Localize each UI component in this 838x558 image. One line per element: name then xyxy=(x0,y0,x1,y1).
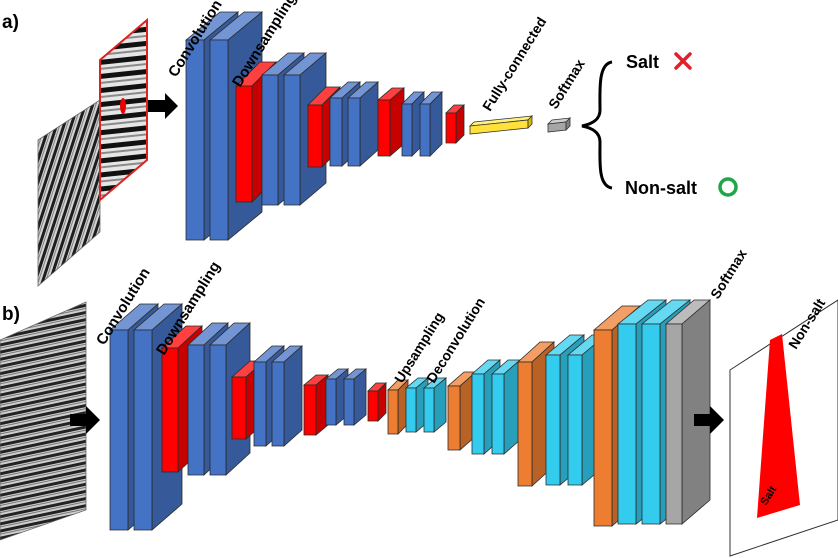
layer-block-a9 xyxy=(401,103,413,157)
layer-block-b24-side xyxy=(681,299,711,525)
layer-block-b20 xyxy=(567,354,583,486)
panel-b: Convolution Downsampling Upsampling Deco… xyxy=(0,246,838,557)
layer-block-b3 xyxy=(187,344,205,476)
layer-block-a0 xyxy=(185,39,205,241)
layer-block-a1 xyxy=(209,39,229,241)
layer-block-b16 xyxy=(471,373,485,455)
layer-block-b2 xyxy=(161,347,179,473)
layer-block-b24 xyxy=(665,323,683,525)
output-non-salt-label: Non-salt xyxy=(625,178,697,198)
layer-block-b0 xyxy=(109,329,129,531)
arrow-right-icon xyxy=(148,93,178,119)
panel-a-tag: a) xyxy=(2,12,19,33)
layer-block-b8 xyxy=(303,384,317,436)
label-fully-connected: Fully-connected xyxy=(479,14,549,114)
output-salt-label: Salt xyxy=(626,52,659,72)
layer-block-b6 xyxy=(253,361,267,447)
circle-icon xyxy=(718,177,738,197)
layer-block-a10 xyxy=(419,103,431,157)
layer-block-b14 xyxy=(423,387,435,433)
layer-block-b7-side xyxy=(283,345,303,447)
layer-block-b5 xyxy=(231,376,247,440)
layer-block-b1 xyxy=(133,329,153,531)
layer-block-b19 xyxy=(545,354,561,486)
panel-a: Convolution Downsampling Fully-connected… xyxy=(37,0,738,287)
panel-b-tag: b) xyxy=(2,304,20,325)
layer-block-a2 xyxy=(235,85,253,203)
layer-block-a4 xyxy=(283,74,301,206)
layer-block-a7 xyxy=(347,97,361,167)
layer-block-b18 xyxy=(517,361,533,487)
layer-block-b4 xyxy=(209,344,227,476)
label-softmax-b: Softmax xyxy=(707,246,750,302)
layer-block-a3 xyxy=(261,74,279,206)
panel-b-layers xyxy=(108,299,712,531)
arrow-right-icon xyxy=(70,406,100,434)
layer-block-a8 xyxy=(377,99,391,157)
cross-icon xyxy=(674,52,692,70)
softmax-layer xyxy=(547,121,567,133)
layer-block-b13 xyxy=(405,387,417,433)
softmax-side xyxy=(565,117,571,131)
layer-block-a5 xyxy=(307,104,323,168)
layer-block-b10 xyxy=(343,378,355,426)
panel-a-layers xyxy=(184,11,465,241)
salt-region xyxy=(757,334,800,518)
layer-block-b11 xyxy=(367,390,379,422)
output-brace xyxy=(581,60,613,190)
fc-layer-side xyxy=(527,115,533,129)
layer-block-a11 xyxy=(445,112,457,144)
layer-block-b17 xyxy=(491,373,505,455)
layer-block-b23 xyxy=(641,323,661,525)
layer-block-a6 xyxy=(329,97,343,167)
layer-block-b22 xyxy=(617,323,637,525)
layer-block-b21 xyxy=(593,329,613,527)
seismic-input-slice xyxy=(37,99,101,287)
layer-block-b12 xyxy=(387,389,399,435)
layer-block-b15 xyxy=(447,385,461,451)
patch-center-marker xyxy=(120,98,126,114)
layer-block-b10-side xyxy=(353,368,367,426)
layer-block-b9 xyxy=(325,378,337,426)
seismic-input-section xyxy=(0,301,87,541)
arrow-right-icon xyxy=(694,406,724,434)
label-softmax-a: Softmax xyxy=(545,56,588,112)
layer-block-b7 xyxy=(271,361,285,447)
